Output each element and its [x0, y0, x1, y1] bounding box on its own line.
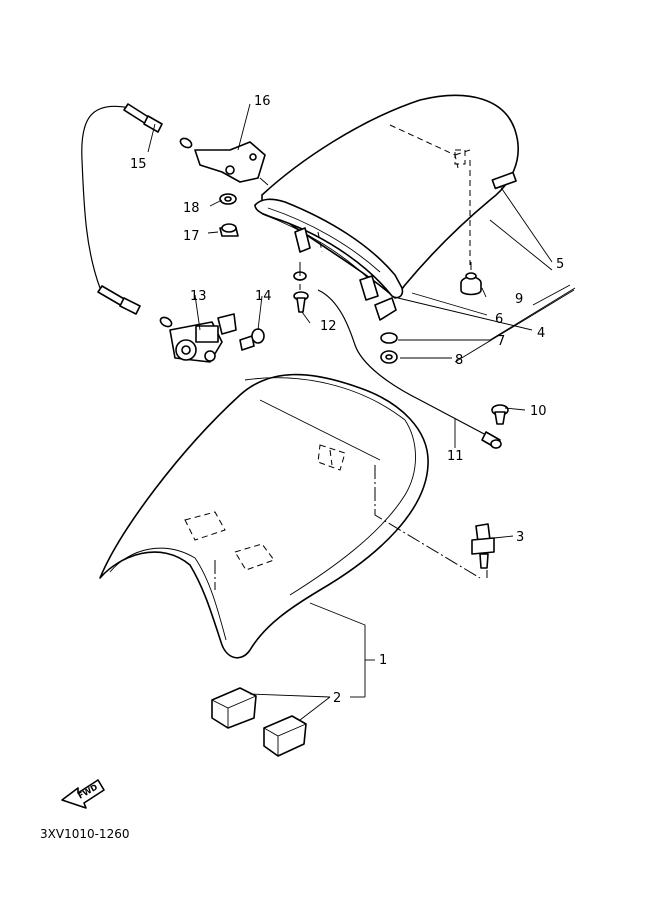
- callout-16: 16: [254, 94, 271, 109]
- callout-13: 13: [190, 289, 207, 304]
- screw-10: [491, 404, 509, 425]
- seat-lock-cable: [81, 103, 502, 449]
- callout-15: 15: [130, 157, 147, 172]
- callout-7: 7: [497, 334, 505, 349]
- washer-7: [380, 332, 398, 344]
- callout-8: 8: [455, 353, 463, 368]
- drawing-code: 3XV1010-1260: [40, 827, 129, 841]
- callout-9: 9: [515, 292, 523, 307]
- main-seat-1: [99, 373, 429, 659]
- screw-14: [239, 328, 265, 351]
- damper-3: [471, 523, 495, 569]
- callout-4: 4: [537, 326, 545, 341]
- callout-17: 17: [183, 229, 200, 244]
- callout-11: 11: [447, 449, 464, 464]
- nut-9: [460, 272, 482, 296]
- washer-18: [219, 193, 237, 205]
- callout-10: 10: [530, 404, 547, 419]
- nut-17: [219, 223, 239, 237]
- callout-1: 1: [379, 653, 387, 668]
- callout-6: 6: [495, 312, 503, 327]
- callout-3: 3: [516, 530, 524, 545]
- callout-labels: 15 16 18 17 13 14 12 9 6 4 7 8 5 10 11 3…: [130, 94, 564, 706]
- callout-18: 18: [183, 201, 200, 216]
- forward-direction-arrow: FWD: [61, 779, 105, 809]
- rubber-pad-2: [211, 687, 307, 757]
- bracket-16: [194, 141, 269, 186]
- callout-2: 2: [333, 691, 341, 706]
- screw-12: [293, 271, 309, 313]
- callout-14: 14: [255, 289, 272, 304]
- seat-lock-13: [169, 313, 237, 363]
- callout-5: 5: [556, 257, 564, 272]
- callout-12: 12: [320, 319, 337, 334]
- rear-seat-cowl: [254, 94, 519, 321]
- leader-lines: [147, 103, 576, 721]
- nut-8: [380, 350, 398, 364]
